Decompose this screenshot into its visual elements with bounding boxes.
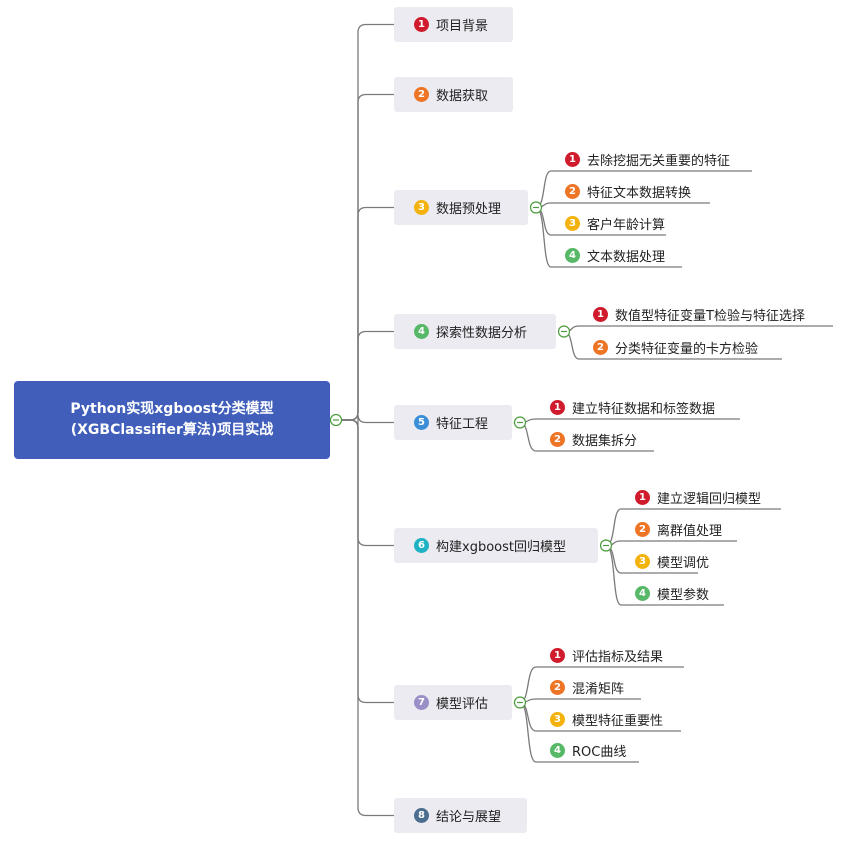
- topic-3[interactable]: 3 数据预处理: [394, 190, 528, 225]
- collapse-toggle-root[interactable]: [329, 413, 343, 427]
- topic-2[interactable]: 2 数据获取: [394, 77, 513, 112]
- subtopic-label: 混淆矩阵: [572, 681, 625, 697]
- subtopic-label: 模型参数: [657, 587, 710, 603]
- branch-connector-3-2: [535, 202, 710, 209]
- subtopic-4-2[interactable]: 2 分类特征变量的卡方检验: [593, 335, 758, 359]
- subtopic-label: 数值型特征变量T检验与特征选择: [615, 308, 805, 324]
- topic-label: 项目背景: [436, 19, 489, 34]
- topic-8[interactable]: 8 结论与展望: [394, 798, 527, 833]
- subtopic-6-3[interactable]: 3 模型调优: [635, 549, 709, 573]
- branch-connector-7-2: [519, 698, 641, 704]
- collapse-toggle-topic-6[interactable]: [599, 539, 613, 552]
- subtopic-5-1[interactable]: 1 建立特征数据和标签数据: [550, 395, 715, 419]
- subtopic-7-2[interactable]: 2 混淆矩阵: [550, 675, 624, 699]
- topic-label: 特征工程: [436, 417, 489, 432]
- subtopic-number-badge: 1: [550, 399, 565, 415]
- topic-4[interactable]: 4 探索性数据分析: [394, 314, 556, 349]
- subtopic-number-badge: 2: [565, 183, 580, 199]
- root-topic[interactable]: Python实现xgboost分类模型 (XGBClassifier算法)项目实…: [14, 381, 330, 459]
- trunk-connector-3: [336, 206, 394, 421]
- topic-label: 探索性数据分析: [436, 326, 528, 341]
- topic-label: 数据预处理: [436, 202, 502, 217]
- root-title-line1: Python实现xgboost分类模型: [70, 401, 274, 417]
- topic-6[interactable]: 6 构建xgboost回归模型: [394, 528, 598, 563]
- trunk-connector-1: [336, 23, 394, 421]
- trunk-connector-8: [336, 419, 394, 817]
- topic-1[interactable]: 1 项目背景: [394, 7, 513, 42]
- topic-number-badge: 8: [414, 808, 429, 823]
- subtopic-number-badge: 2: [550, 431, 565, 447]
- topic-number-badge: 7: [414, 695, 429, 710]
- subtopic-3-3[interactable]: 3 客户年龄计算: [565, 211, 665, 235]
- trunk-connector-6: [336, 419, 394, 547]
- topic-number-badge: 6: [414, 538, 429, 553]
- topic-number-badge: 4: [414, 324, 429, 339]
- subtopic-6-4[interactable]: 4 模型参数: [635, 581, 709, 605]
- subtopic-3-1[interactable]: 1 去除挖掘无关重要的特征: [565, 147, 730, 171]
- subtopic-number-badge: 1: [593, 306, 608, 322]
- subtopic-label: 文本数据处理: [587, 249, 666, 265]
- topic-number-badge: 3: [414, 200, 429, 215]
- subtopic-number-badge: 4: [565, 247, 580, 263]
- topic-number-badge: 1: [414, 17, 429, 32]
- subtopic-number-badge: 1: [565, 151, 580, 167]
- subtopic-label: 客户年龄计算: [587, 217, 666, 233]
- trunk-connector-4: [336, 330, 394, 421]
- branch-connector-4-1: [563, 325, 833, 333]
- topic-label: 结论与展望: [436, 810, 502, 825]
- topic-label: 构建xgboost回归模型: [436, 540, 566, 555]
- topic-7[interactable]: 7 模型评估: [394, 685, 512, 720]
- subtopic-7-1[interactable]: 1 评估指标及结果: [550, 643, 663, 667]
- subtopic-6-2[interactable]: 2 离群值处理: [635, 517, 722, 541]
- topic-label: 数据获取: [436, 89, 489, 104]
- subtopic-number-badge: 4: [635, 585, 650, 601]
- subtopic-label: 分类特征变量的卡方检验: [615, 341, 759, 357]
- topic-5[interactable]: 5 特征工程: [394, 405, 512, 440]
- subtopic-number-badge: 1: [550, 647, 565, 663]
- topic-number-badge: 5: [414, 415, 429, 430]
- subtopic-7-3[interactable]: 3 模型特征重要性: [550, 707, 663, 731]
- root-title-line2: (XGBClassifier算法)项目实战: [70, 422, 274, 438]
- subtopic-label: 数据集拆分: [572, 433, 638, 449]
- topic-label: 模型评估: [436, 697, 489, 712]
- subtopic-3-4[interactable]: 4 文本数据处理: [565, 243, 665, 267]
- trunk-connector-5: [336, 414, 394, 429]
- collapse-toggle-topic-4[interactable]: [557, 325, 571, 338]
- subtopic-label: 特征文本数据转换: [587, 185, 692, 201]
- subtopic-4-1[interactable]: 1 数值型特征变量T检验与特征选择: [593, 302, 805, 326]
- subtopic-number-badge: 2: [593, 339, 608, 355]
- subtopic-label: 模型调优: [657, 555, 710, 571]
- subtopic-label: 建立特征数据和标签数据: [572, 401, 716, 417]
- subtopic-label: ROC曲线: [572, 744, 627, 760]
- subtopic-label: 离群值处理: [657, 523, 723, 539]
- subtopic-number-badge: 3: [565, 215, 580, 231]
- subtopic-number-badge: 2: [550, 679, 565, 695]
- collapse-toggle-topic-5[interactable]: [513, 416, 527, 429]
- topic-number-badge: 2: [414, 87, 429, 102]
- subtopic-number-badge: 3: [550, 711, 565, 727]
- subtopic-label: 去除挖掘无关重要的特征: [587, 153, 731, 169]
- subtopic-label: 建立逻辑回归模型: [657, 491, 762, 507]
- collapse-toggle-topic-7[interactable]: [513, 696, 527, 709]
- subtopic-5-2[interactable]: 2 数据集拆分: [550, 427, 637, 451]
- subtopic-number-badge: 2: [635, 521, 650, 537]
- branch-connector-5-1: [519, 418, 740, 424]
- subtopic-label: 模型特征重要性: [572, 713, 664, 729]
- subtopic-6-1[interactable]: 1 建立逻辑回归模型: [635, 485, 761, 509]
- trunk-connector-7: [336, 419, 394, 704]
- collapse-toggle-topic-3[interactable]: [529, 201, 543, 214]
- subtopic-7-4[interactable]: 4 ROC曲线: [550, 738, 626, 762]
- branch-connector-6-2: [605, 540, 737, 547]
- subtopic-number-badge: 3: [635, 553, 650, 569]
- subtopic-number-badge: 1: [635, 489, 650, 505]
- subtopic-label: 评估指标及结果: [572, 649, 664, 665]
- trunk-connector-2: [336, 93, 394, 421]
- subtopic-number-badge: 4: [550, 742, 565, 758]
- subtopic-3-2[interactable]: 2 特征文本数据转换: [565, 179, 691, 203]
